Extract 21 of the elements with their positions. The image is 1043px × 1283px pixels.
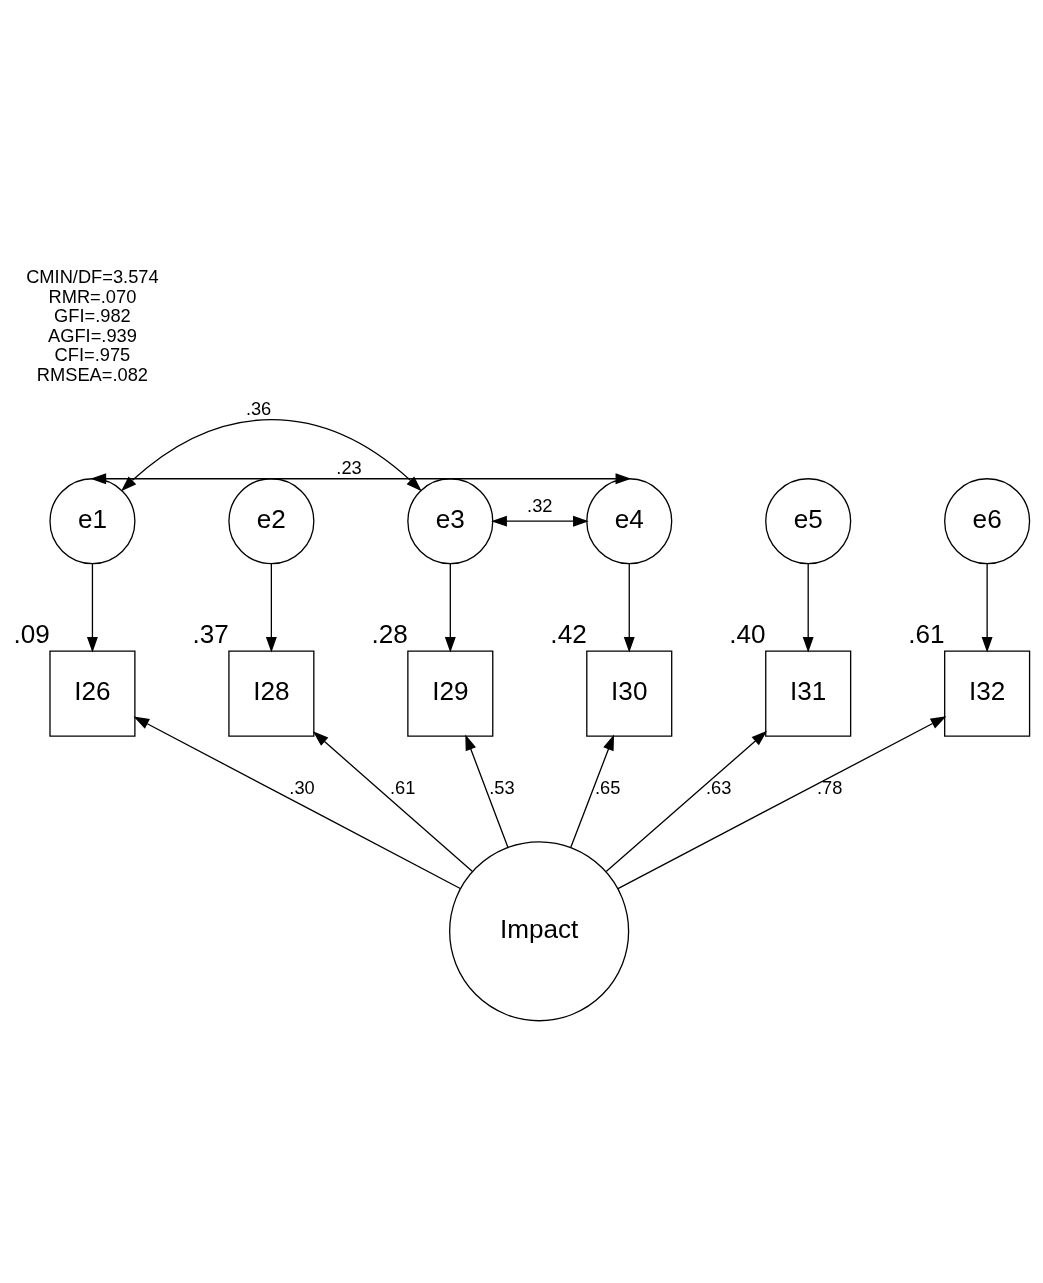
edge-label: .23 [336,456,362,478]
node-label: .42 [550,618,587,649]
label: RMSEA=.082 [36,363,149,385]
edge-label: .65 [595,776,621,798]
label: AGFI=.939 [48,324,137,346]
label: RMR=.070 [48,285,137,307]
label: CMIN/DF=3.574 [26,265,159,287]
label: CFI=.975 [54,343,131,365]
edge-label: .78 [817,776,843,798]
node-label: .37 [192,618,229,649]
edge-label: .32 [527,494,553,516]
node-label: .28 [371,618,408,649]
node-label: .61 [908,618,945,649]
edge-label: .30 [289,776,315,798]
edge-label: .53 [489,776,515,798]
edge-label: .61 [389,776,416,798]
node-label: .40 [729,618,766,649]
edge-label: .63 [706,776,732,798]
label: GFI=.982 [54,304,131,326]
node-label: .09 [13,618,50,649]
edge-label: .36 [245,397,272,419]
